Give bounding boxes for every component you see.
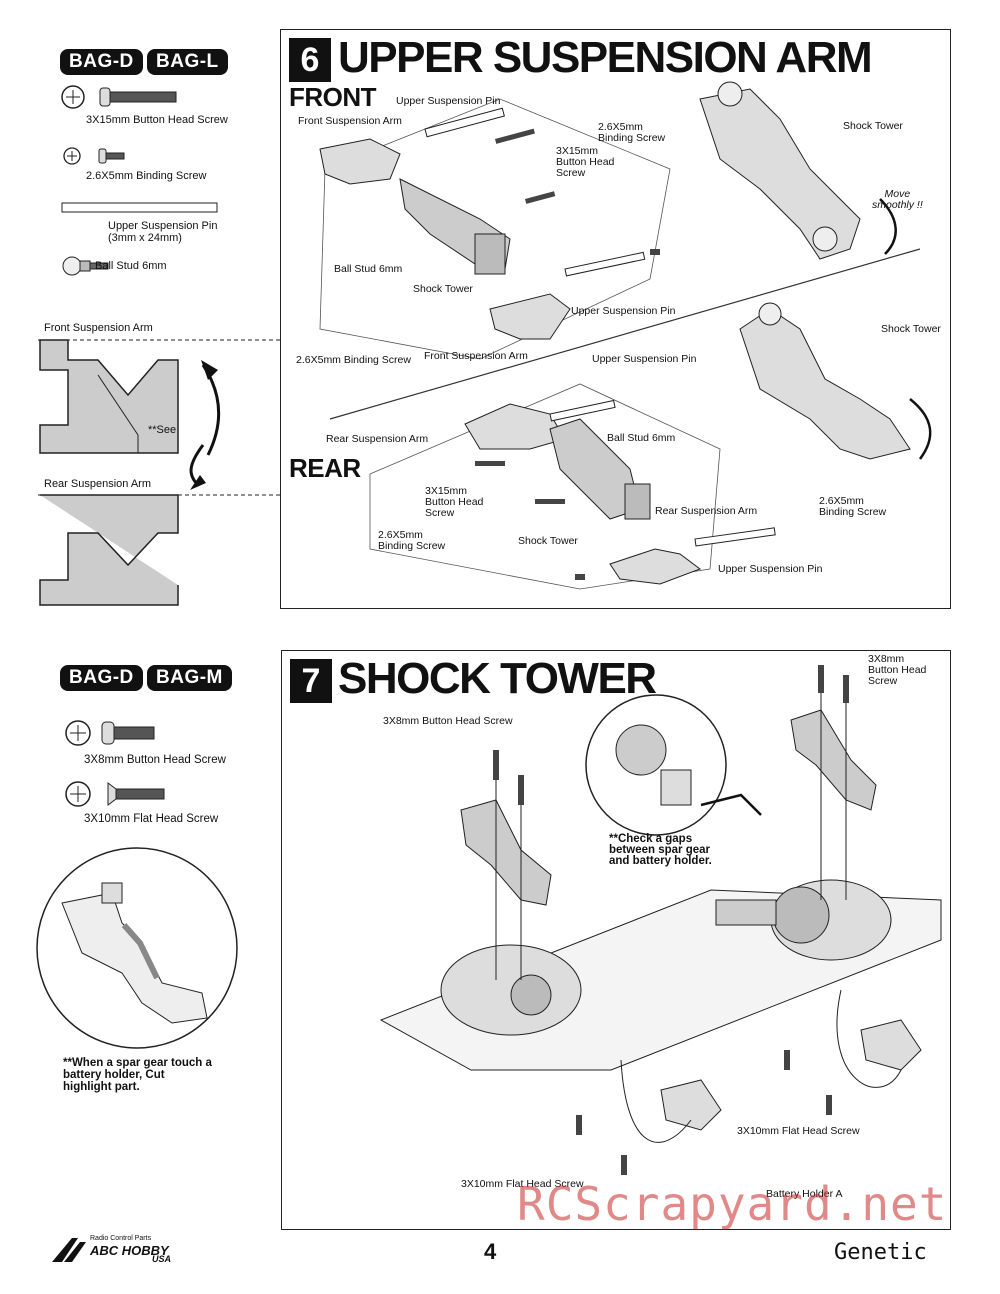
- front-upper-pin-label: Upper Suspension Pin: [396, 95, 501, 107]
- brand-small-text: Radio Control Parts: [90, 1235, 152, 1242]
- rear-shock-tower-label: Shock Tower: [518, 535, 578, 547]
- part-binding-screw-label: 2.6X5mm Binding Screw: [86, 170, 207, 182]
- arm-comparison-diagram: [38, 339, 298, 606]
- flat-head-screw-icon: [65, 781, 165, 807]
- rear-shock-tower-top-label: Shock Tower: [881, 323, 941, 335]
- button-head-screw-3x8-icon: [65, 720, 155, 746]
- rear-button-screw-label: 3X15mm Button Head Screw: [425, 485, 484, 519]
- step7-flat-screw-left-label: 3X10mm Flat Head Screw: [461, 1178, 584, 1190]
- rear-ball-stud-label: Ball Stud 6mm: [607, 432, 676, 444]
- side-note-label: **When a spar gear touch a battery holde…: [63, 1057, 212, 1093]
- ball-stud-icon: [62, 256, 109, 276]
- front-binding-screw-label: 2.6X5mm Binding Screw: [598, 121, 666, 144]
- move-smoothly-label: Move smoothly !!: [872, 188, 923, 211]
- rear-binding-screw-label: 2.6X5mm Binding Screw: [819, 495, 887, 518]
- step7-title: SHOCK TOWER: [338, 654, 657, 703]
- step7-chassis-diagram: [379, 665, 942, 1175]
- step6-exploded-diagram: [319, 81, 932, 590]
- battery-holder-detail-diagram: [36, 847, 238, 1049]
- step7-number: 7: [290, 659, 332, 703]
- bag-m-badge: BAG-M: [147, 665, 232, 691]
- binding-screw-icon: [63, 147, 125, 165]
- check-gap-note: **Check a gaps between spar gear and bat…: [609, 833, 712, 867]
- brand-name: ABC HOBBY: [90, 1243, 169, 1258]
- part-button-screw-label: 3X15mm Button Head Screw: [86, 114, 228, 126]
- bag-l-badge: BAG-L: [147, 49, 228, 75]
- front-upper-pin-2-label: Upper Suspension Pin: [571, 305, 676, 317]
- brand-sub: USA: [152, 1254, 172, 1264]
- front-binding-screw-2-label: 2.6X5mm Binding Screw: [296, 354, 411, 366]
- front-heading: FRONT: [289, 82, 377, 112]
- part-ball-stud-label: Ball Stud 6mm: [95, 260, 167, 272]
- step6-number: 6: [289, 38, 331, 82]
- side-rear-arm-label: Rear Suspension Arm: [44, 478, 151, 490]
- step7-button-screw-tr-label: 3X8mm Button Head Screw: [868, 653, 927, 687]
- part-pin-label: Upper Suspension Pin (3mm x 24mm): [108, 220, 218, 244]
- bag-d-badge: BAG-D: [60, 49, 143, 75]
- step7-flat-screw-right-label: 3X10mm Flat Head Screw: [737, 1125, 860, 1137]
- side-front-arm-label: Front Suspension Arm: [44, 322, 153, 334]
- product-logo: Genetic: [834, 1240, 927, 1265]
- page-number: 4: [484, 1239, 497, 1264]
- abc-hobby-logo-icon: [52, 1238, 86, 1262]
- rear-arm-label: Rear Suspension Arm: [326, 433, 429, 445]
- button-head-screw-icon: [61, 85, 177, 109]
- battery-holder-label: Battery Holder A: [766, 1188, 843, 1200]
- front-arm-label: Front Suspension Arm: [298, 115, 402, 127]
- rear-binding-screw-2-label: 2.6X5mm Binding Screw: [378, 529, 446, 552]
- part-flat-screw-label: 3X10mm Flat Head Screw: [84, 813, 219, 825]
- front-ball-stud-label: Ball Stud 6mm: [334, 263, 403, 275]
- step6-title: UPPER SUSPENSION ARM: [338, 33, 873, 82]
- watermark-text: RCScrapyard.net: [517, 1177, 948, 1231]
- front-shock-tower-label: Shock Tower: [413, 283, 473, 295]
- step7-button-screw-left-label: 3X8mm Button Head Screw: [383, 715, 513, 727]
- front-shock-tower-top-label: Shock Tower: [843, 120, 903, 132]
- suspension-pin-icon: [61, 202, 218, 213]
- rear-upper-pin-2-label: Upper Suspension Pin: [718, 563, 823, 575]
- bag-d-badge-7: BAG-D: [60, 665, 143, 691]
- rear-heading: REAR: [289, 453, 361, 483]
- part-3x8-button-screw-label: 3X8mm Button Head Screw: [84, 754, 226, 766]
- rear-upper-pin-label: Upper Suspension Pin: [592, 353, 697, 365]
- front-button-screw-label: 3X15mm Button Head Screw: [556, 145, 615, 179]
- rear-arm-2-label: Rear Suspension Arm: [655, 505, 758, 517]
- front-arm-2-label: Front Suspension Arm: [424, 350, 528, 362]
- side-see-label: **See: [148, 424, 177, 436]
